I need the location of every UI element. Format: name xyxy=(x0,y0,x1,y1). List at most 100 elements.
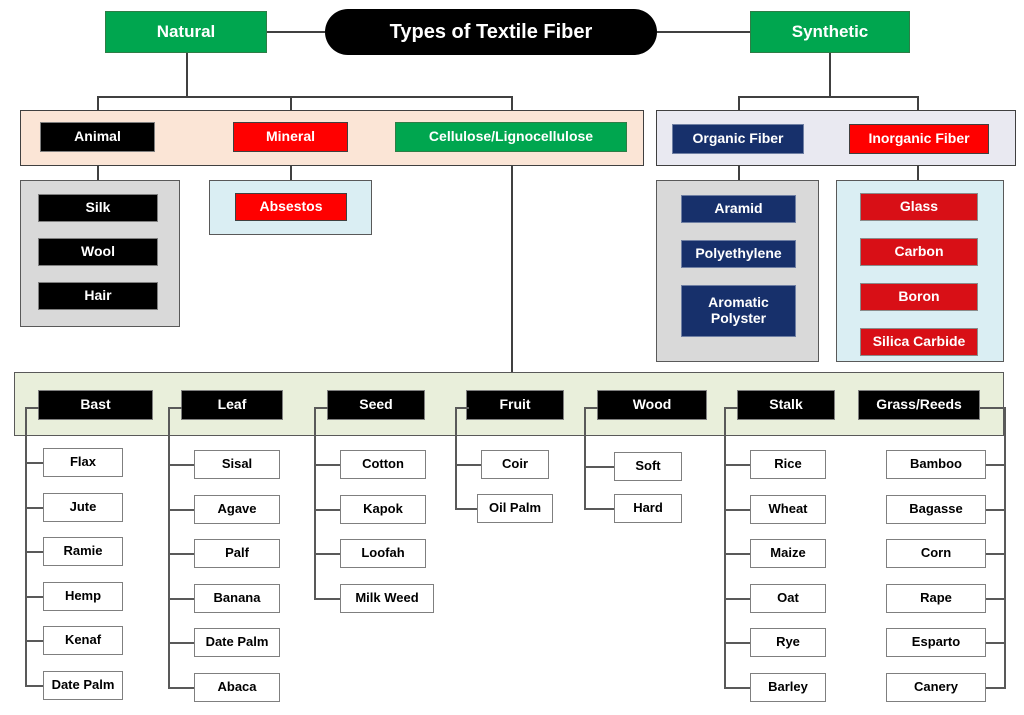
leaf-absestos-label: Absestos xyxy=(259,198,323,215)
leaf-milk-weed[interactable]: Milk Weed xyxy=(340,584,434,613)
leaf-jute-label: Jute xyxy=(69,499,97,515)
leaf-coir[interactable]: Coir xyxy=(481,450,549,479)
column-header-wood[interactable]: Wood xyxy=(597,390,707,420)
leaf-carbon[interactable]: Carbon xyxy=(860,238,978,266)
column-header-grass-reeds[interactable]: Grass/Reeds xyxy=(858,390,980,420)
root-natural[interactable]: Natural xyxy=(105,11,267,53)
leaf-wheat[interactable]: Wheat xyxy=(750,495,826,524)
leaf-barley-label: Barley xyxy=(768,679,808,695)
drop-mineral-2 xyxy=(290,166,292,180)
stub-seed-0 xyxy=(314,464,340,466)
category-mineral-label: Mineral xyxy=(265,128,315,145)
leaf-hair[interactable]: Hair xyxy=(38,282,158,310)
leaf-esparto[interactable]: Esparto xyxy=(886,628,986,657)
leaf-date-palm-leaf[interactable]: Date Palm xyxy=(194,628,280,657)
leaf-maize[interactable]: Maize xyxy=(750,539,826,568)
stub-leaf-2 xyxy=(168,553,194,555)
stub-wood-top xyxy=(584,407,598,409)
leaf-corn[interactable]: Corn xyxy=(886,539,986,568)
leaf-canery-label: Canery xyxy=(913,679,959,695)
stub-stalk-4 xyxy=(724,642,750,644)
leaf-loofah-label: Loofah xyxy=(361,545,405,561)
column-header-fruit-label: Fruit xyxy=(499,396,531,413)
stub-bast-2 xyxy=(25,551,43,553)
bus-synthetic xyxy=(738,96,919,98)
drop-inorganic-2 xyxy=(917,166,919,180)
stub-bast-5 xyxy=(25,685,43,687)
stub-grass-3 xyxy=(986,598,1006,600)
trunk-bast xyxy=(25,407,27,687)
leaf-soft[interactable]: Soft xyxy=(614,452,682,481)
leaf-cotton-label: Cotton xyxy=(362,456,404,472)
leaf-kapok[interactable]: Kapok xyxy=(340,495,426,524)
leaf-bamboo[interactable]: Bamboo xyxy=(886,450,986,479)
category-inorganic-fiber[interactable]: Inorganic Fiber xyxy=(849,124,989,154)
leaf-sisal-label: Sisal xyxy=(221,456,253,472)
stub-wood-0 xyxy=(584,466,614,468)
leaf-palf[interactable]: Palf xyxy=(194,539,280,568)
category-cellulose[interactable]: Cellulose/Lignocellulose xyxy=(395,122,627,152)
drop-cellulose-2 xyxy=(511,166,513,372)
trunk-leaf xyxy=(168,407,170,689)
link-natural-title xyxy=(267,31,325,33)
leaf-bagasse-label: Bagasse xyxy=(909,501,963,517)
leaf-barley[interactable]: Barley xyxy=(750,673,826,702)
leaf-boron-label: Boron xyxy=(898,288,940,305)
stub-stalk-3 xyxy=(724,598,750,600)
leaf-rye-label: Rye xyxy=(776,634,800,650)
leaf-silk[interactable]: Silk xyxy=(38,194,158,222)
leaf-wool[interactable]: Wool xyxy=(38,238,158,266)
leaf-maize-label: Maize xyxy=(770,545,806,561)
leaf-canery[interactable]: Canery xyxy=(886,673,986,702)
leaf-oil-palm[interactable]: Oil Palm xyxy=(477,494,553,523)
leaf-bagasse[interactable]: Bagasse xyxy=(886,495,986,524)
drop-animal xyxy=(97,96,99,122)
leaf-flax[interactable]: Flax xyxy=(43,448,123,477)
drop-organic-2 xyxy=(738,166,740,180)
leaf-silica-carbide[interactable]: Silica Carbide xyxy=(860,328,978,356)
leaf-aramid[interactable]: Aramid xyxy=(681,195,796,223)
stub-leaf-4 xyxy=(168,642,194,644)
leaf-polyethylene[interactable]: Polyethylene xyxy=(681,240,796,268)
leaf-rye[interactable]: Rye xyxy=(750,628,826,657)
stub-grass-1 xyxy=(986,509,1006,511)
stub-grass-4 xyxy=(986,642,1006,644)
category-mineral[interactable]: Mineral xyxy=(233,122,348,152)
leaf-flax-label: Flax xyxy=(69,454,96,470)
leaf-jute[interactable]: Jute xyxy=(43,493,123,522)
leaf-banana[interactable]: Banana xyxy=(194,584,280,613)
leaf-hemp[interactable]: Hemp xyxy=(43,582,123,611)
root-synthetic[interactable]: Synthetic xyxy=(750,11,910,53)
category-organic-fiber[interactable]: Organic Fiber xyxy=(672,124,804,154)
leaf-abaca[interactable]: Abaca xyxy=(194,673,280,702)
leaf-boron[interactable]: Boron xyxy=(860,283,978,311)
trunk-seed xyxy=(314,407,316,599)
drop-inorganic xyxy=(917,96,919,122)
leaf-aromatic-polyster[interactable]: Aromatic Polyster xyxy=(681,285,796,337)
leaf-absestos[interactable]: Absestos xyxy=(235,193,347,221)
leaf-rape[interactable]: Rape xyxy=(886,584,986,613)
leaf-agave-label: Agave xyxy=(217,501,257,517)
leaf-sisal[interactable]: Sisal xyxy=(194,450,280,479)
column-header-stalk[interactable]: Stalk xyxy=(737,390,835,420)
stub-leaf-top xyxy=(168,407,182,409)
column-header-seed[interactable]: Seed xyxy=(327,390,425,420)
leaf-date-palm-bast[interactable]: Date Palm xyxy=(43,671,123,700)
column-header-leaf[interactable]: Leaf xyxy=(181,390,283,420)
leaf-abaca-label: Abaca xyxy=(217,679,257,695)
leaf-kapok-label: Kapok xyxy=(363,501,403,517)
column-header-bast[interactable]: Bast xyxy=(38,390,153,420)
category-animal[interactable]: Animal xyxy=(40,122,155,152)
leaf-agave[interactable]: Agave xyxy=(194,495,280,524)
leaf-glass[interactable]: Glass xyxy=(860,193,978,221)
column-header-fruit[interactable]: Fruit xyxy=(466,390,564,420)
stub-bast-4 xyxy=(25,640,43,642)
trunk-grass xyxy=(1004,407,1006,689)
leaf-cotton[interactable]: Cotton xyxy=(340,450,426,479)
leaf-hard[interactable]: Hard xyxy=(614,494,682,523)
leaf-rice[interactable]: Rice xyxy=(750,450,826,479)
leaf-loofah[interactable]: Loofah xyxy=(340,539,426,568)
leaf-kenaf[interactable]: Kenaf xyxy=(43,626,123,655)
leaf-ramie[interactable]: Ramie xyxy=(43,537,123,566)
leaf-oat[interactable]: Oat xyxy=(750,584,826,613)
